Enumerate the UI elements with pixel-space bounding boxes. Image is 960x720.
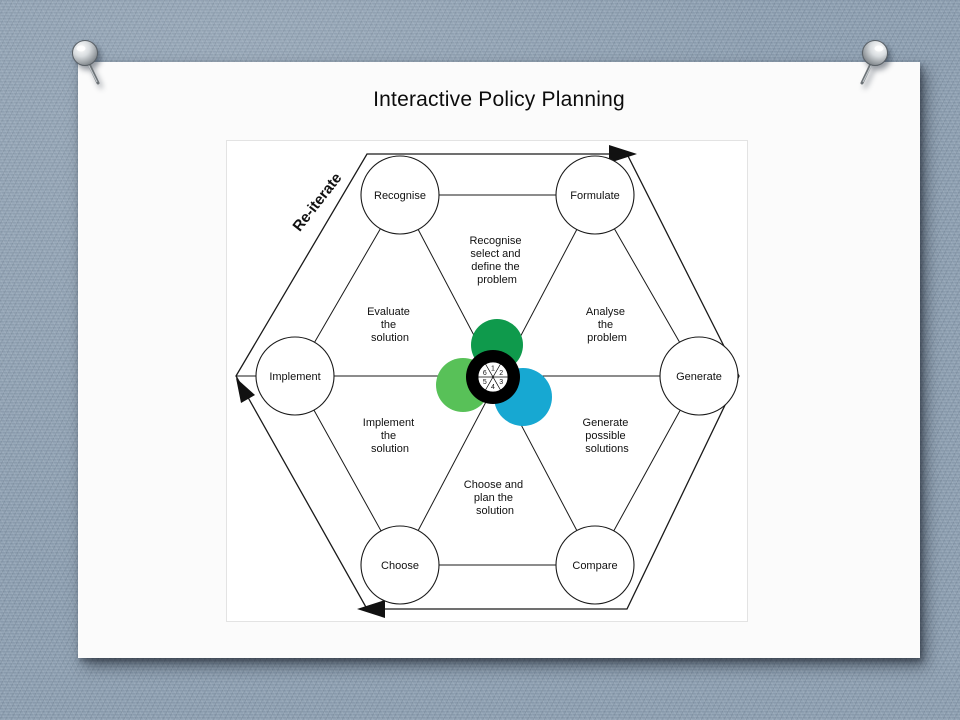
segment-line: the: [381, 430, 396, 442]
segment-line: Evaluate: [367, 306, 410, 318]
node-label-generate: Generate: [676, 371, 722, 383]
segment-line: solution: [476, 505, 514, 517]
node-label-implement: Implement: [269, 371, 320, 383]
segment-line: the: [598, 319, 613, 331]
slide-title: Interactive Policy Planning: [373, 88, 625, 111]
push-pin-left-icon: [64, 36, 112, 92]
center-number-2: 2: [499, 370, 503, 377]
segment-label-implement: Implement the solution: [363, 417, 417, 455]
segment-label-generate: Generate possible solutions: [583, 417, 632, 455]
segment-line: problem: [477, 274, 517, 286]
segment-line: Generate: [583, 417, 629, 429]
node-label-formulate: Formulate: [570, 190, 620, 202]
segment-line: Choose and: [464, 479, 523, 491]
center-number-6: 6: [483, 370, 487, 377]
segment-line: Recognise: [469, 235, 521, 247]
node-label-choose: Choose: [381, 560, 419, 572]
segment-line: solution: [371, 443, 409, 455]
segment-captions: Recognise select and define the problem …: [363, 235, 632, 517]
center-number-4: 4: [491, 384, 495, 391]
segment-line: solutions: [585, 443, 629, 455]
number-wheel-dividers: [478, 363, 508, 391]
segment-label-choose-plan: Choose and plan the solution: [464, 479, 526, 517]
center-number-3: 3: [499, 379, 503, 386]
push-pin-right-icon: [848, 36, 896, 92]
node-label-compare: Compare: [572, 560, 617, 572]
segment-line: Analyse: [586, 306, 625, 318]
node-label-recognise: Recognise: [374, 190, 426, 202]
node-circle-choose: [360, 525, 440, 605]
arrowhead-top-icon: [609, 145, 637, 163]
node-circle-implement: [255, 336, 335, 416]
segment-line: problem: [587, 332, 627, 344]
venn-center: 1 2 3 4 5 6: [436, 319, 552, 426]
segment-label-recognise-define: Recognise select and define the problem: [469, 235, 524, 286]
node-circle-compare: [555, 525, 635, 605]
node-labels: Recognise Formulate Generate Compare Cho…: [269, 190, 722, 572]
segment-line: the: [381, 319, 396, 331]
reiterate-label: Re-iterate: [289, 170, 345, 235]
segment-line: possible: [585, 430, 625, 442]
segment-line: define the: [471, 261, 519, 273]
cycle-nodes: Recognise Formulate Generate Compare Cho…: [255, 155, 739, 605]
wheel-divider-line: [485, 363, 501, 391]
segment-line: solution: [371, 332, 409, 344]
node-circle-formulate: [555, 155, 635, 235]
arrowhead-left-icon: [236, 378, 255, 403]
policy-cycle-diagram: Re-iterate 1 2 3: [226, 140, 748, 622]
wheel-numbers: 1 2 3 4 5 6: [483, 366, 503, 392]
node-circle-recognise: [360, 155, 440, 235]
node-circle-generate: [659, 336, 739, 416]
segment-line: select and: [470, 248, 520, 260]
segment-label-evaluate: Evaluate the solution: [367, 306, 413, 344]
hexagon-cycle-svg: Re-iterate 1 2 3: [235, 145, 740, 618]
center-number-1: 1: [491, 366, 495, 373]
segment-label-analyse: Analyse the problem: [586, 306, 628, 344]
arrowhead-bottom-icon: [357, 600, 385, 618]
segment-line: plan the: [474, 492, 513, 504]
segment-line: Implement: [363, 417, 414, 429]
slide: Interactive Policy Planning Re-iterate: [78, 62, 920, 658]
center-number-5: 5: [483, 379, 487, 386]
